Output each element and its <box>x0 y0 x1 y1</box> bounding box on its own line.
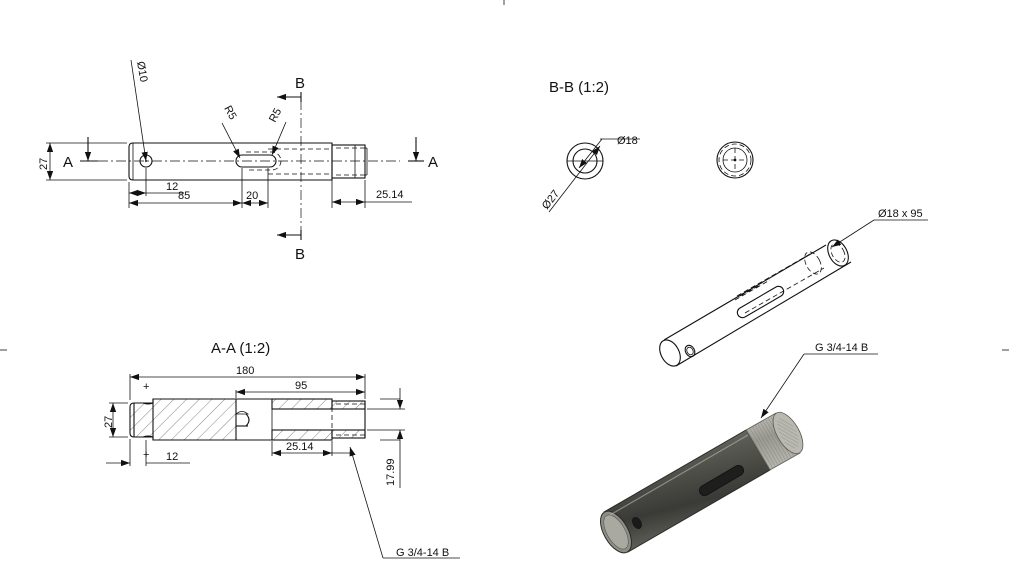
dim-front-height: 27 <box>38 158 50 170</box>
dim-aa-bore: 95 <box>295 380 307 392</box>
svg-text:+: + <box>143 381 149 393</box>
dim-front-hole-diameter: Ø10 <box>134 60 149 83</box>
section-label-b-bottom: B <box>295 246 305 263</box>
section-aa-title: A-A (1:2) <box>211 340 270 357</box>
front-view-dimensions: 27 Ø10 R5 R5 12 85 20 <box>38 59 412 208</box>
dim-front-thread-length: 25.14 <box>376 189 404 201</box>
front-view: B B A A 27 Ø10 R5 R5 <box>38 59 438 263</box>
dim-front-radius-right: R5 <box>267 106 284 124</box>
dim-front-20: 20 <box>246 190 258 202</box>
iso-wire-callout: Ø18 x 95 <box>878 208 923 220</box>
section-aa-dimensions: 180 95 27 12 25.14 <box>103 365 460 559</box>
iso-wireframe-view: Ø18 x 95 <box>659 208 928 367</box>
aa-thread-callout: G 3/4-14 B <box>396 547 449 559</box>
dim-aa-total: 180 <box>236 365 254 377</box>
section-a-cutting-line: A A <box>63 137 438 171</box>
front-view-outline <box>98 142 400 181</box>
dim-aa-12: 12 <box>166 451 178 463</box>
sheet-border-ticks <box>0 0 1009 351</box>
section-label-b-top: B <box>295 75 305 92</box>
dim-aa-height: 27 <box>103 416 115 428</box>
dim-front-12: 12 <box>166 181 178 193</box>
dim-bb-diameter-27: Ø27 <box>540 188 562 212</box>
section-b-cutting-line: B B <box>277 75 305 263</box>
dim-aa-diameter-1799: 17.99 <box>385 458 397 486</box>
section-bb-view: B-B (1:2) Ø18 Ø27 <box>540 79 754 213</box>
dim-front-85: 85 <box>178 190 190 202</box>
dim-front-radius-left: R5 <box>221 104 238 122</box>
iso-shaded-callout: G 3/4-14 B <box>815 342 868 354</box>
section-aa-view: A-A (1:2) + + 180 <box>103 340 460 559</box>
end-view-thread <box>716 141 754 179</box>
iso-shaded-view: G 3/4-14 B <box>600 342 878 554</box>
section-label-a-left: A <box>63 154 73 171</box>
dim-aa-thread-length: 25.14 <box>286 441 314 453</box>
section-bb-title: B-B (1:2) <box>549 79 609 96</box>
dim-bb-diameter-18: Ø18 <box>617 135 638 147</box>
section-label-a-right: A <box>428 154 438 171</box>
